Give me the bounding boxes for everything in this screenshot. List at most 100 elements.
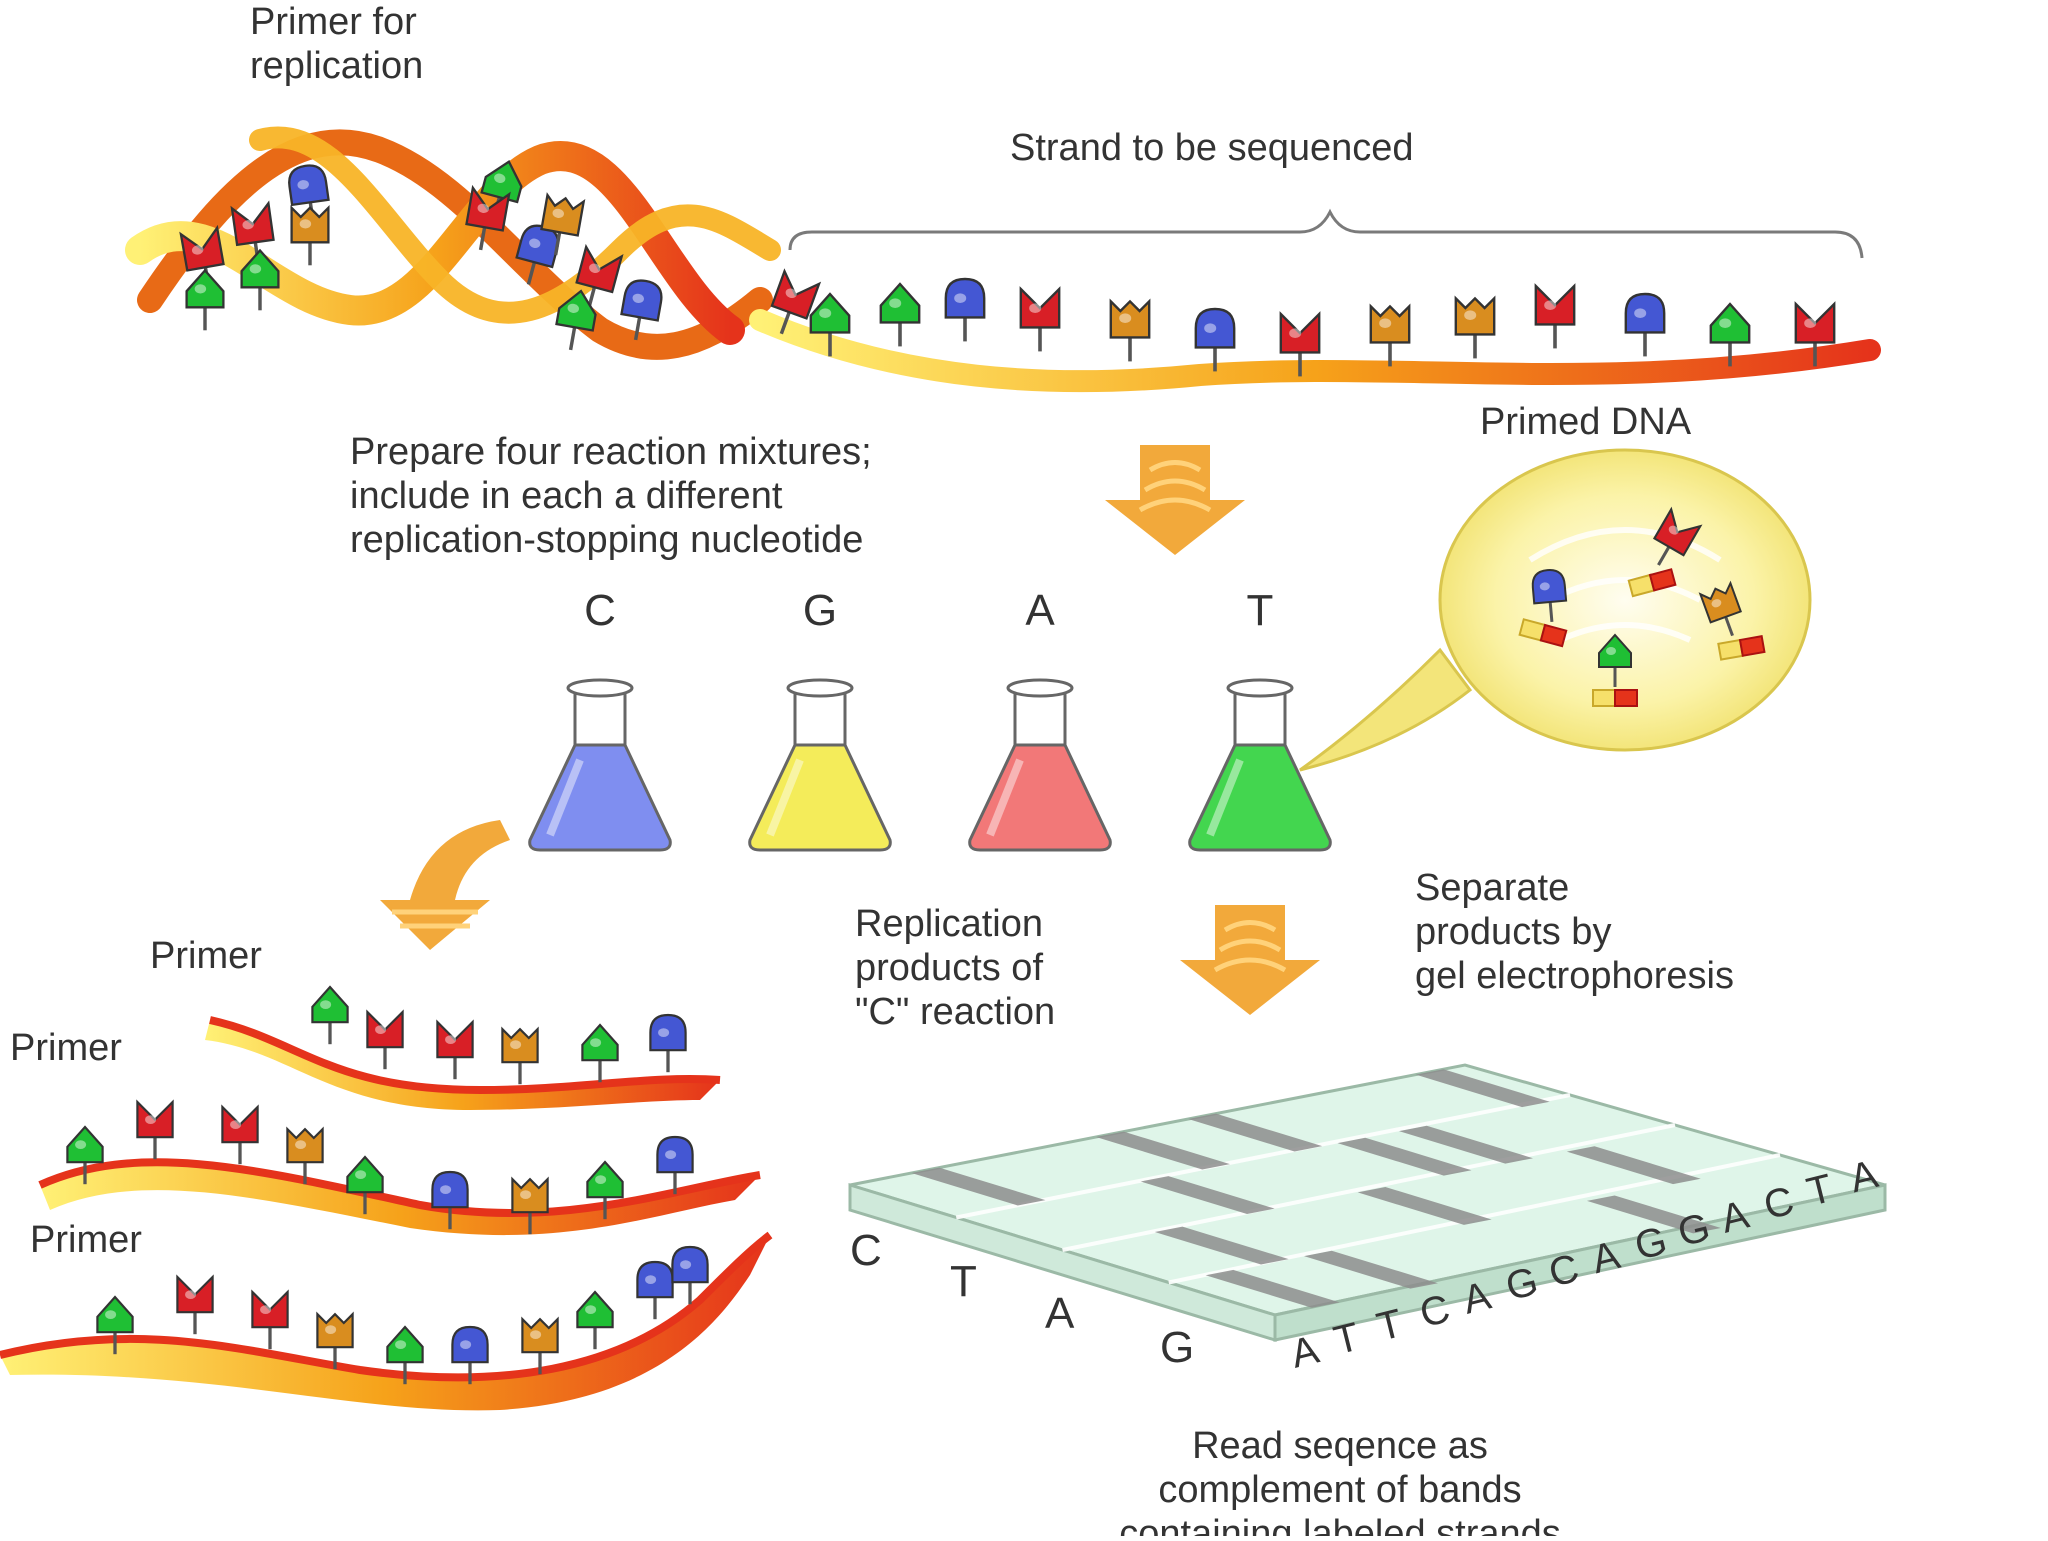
replication-label-2: products of bbox=[855, 947, 1043, 989]
nucleotide-a-icon bbox=[1019, 286, 1061, 352]
nucleotide-a-icon bbox=[1794, 301, 1836, 367]
nucleotide-g-icon bbox=[576, 1290, 614, 1350]
gel-band bbox=[1096, 1131, 1230, 1170]
gel-band bbox=[1566, 1146, 1701, 1185]
flask-g-icon bbox=[748, 678, 892, 852]
replication-product-3 bbox=[0, 1231, 773, 1411]
replication-label-1: Replication bbox=[855, 903, 1043, 945]
nucleotide-t-icon bbox=[290, 205, 330, 266]
gel-band bbox=[1304, 1250, 1438, 1289]
nucleotide-c-icon bbox=[1624, 292, 1666, 357]
nucleotide-t-icon bbox=[1454, 295, 1496, 359]
strand-to-be-sequenced-label: Strand to be sequenced bbox=[1010, 127, 1414, 169]
read-sequence-letter: A bbox=[1287, 1328, 1324, 1377]
nucleotide-c-icon bbox=[636, 1260, 674, 1320]
nucleotide-t-icon bbox=[1109, 298, 1151, 362]
nucleotide-c-icon bbox=[451, 1325, 489, 1385]
replication-label-3: "C" reaction bbox=[855, 991, 1055, 1033]
reaction-flasks bbox=[528, 678, 1332, 852]
gel-band bbox=[1415, 1069, 1550, 1108]
nucleotide-t-icon bbox=[1698, 580, 1743, 637]
flask-t-icon bbox=[1188, 678, 1332, 852]
nucleotide-c-icon bbox=[656, 1135, 694, 1195]
gel-band bbox=[1399, 1125, 1533, 1164]
read-label-3: containing labeled strands bbox=[1119, 1513, 1561, 1536]
helix-bases bbox=[179, 160, 822, 351]
nucleotide-g-icon bbox=[96, 1295, 134, 1355]
flask-a-label: A bbox=[1025, 586, 1055, 635]
separate-label-3: gel electrophoresis bbox=[1415, 955, 1734, 997]
bubble-primed-fragments bbox=[1518, 506, 1766, 707]
strand-brace bbox=[788, 208, 1864, 259]
nucleotide-g-icon bbox=[1598, 633, 1632, 687]
nucleotide-a-icon bbox=[251, 1289, 289, 1350]
nucleotide-g-icon bbox=[1709, 302, 1751, 367]
replication-product-1 bbox=[205, 1016, 721, 1110]
primer-label-2: Primer bbox=[10, 1027, 122, 1069]
nucleotide-c-icon bbox=[1531, 569, 1568, 623]
nucleotide-t-icon bbox=[511, 1176, 549, 1235]
nucleotide-a-icon bbox=[1279, 311, 1321, 377]
nucleotide-g-icon bbox=[480, 160, 523, 220]
read-label-1: Read seqence as bbox=[1192, 1425, 1488, 1467]
nucleotide-g-icon bbox=[240, 248, 280, 311]
flask-g-label: G bbox=[803, 586, 837, 635]
gel-band bbox=[1140, 1176, 1275, 1214]
down-arrow-icon bbox=[1105, 445, 1245, 555]
nucleotide-a-icon bbox=[436, 1019, 474, 1080]
nucleotide-g-icon bbox=[185, 268, 225, 331]
read-label-2: complement of bands bbox=[1158, 1469, 1521, 1511]
gel-band bbox=[1337, 1137, 1472, 1176]
nucleotide-a-icon bbox=[366, 1009, 404, 1070]
nucleotide-g-icon bbox=[311, 985, 349, 1045]
replication-product-2 bbox=[38, 1158, 761, 1236]
gel-band bbox=[1188, 1113, 1323, 1152]
prepare-label-2: include in each a different bbox=[350, 475, 783, 517]
primer-block bbox=[1518, 618, 1568, 648]
gel-band bbox=[1154, 1226, 1289, 1265]
primer-block bbox=[1717, 635, 1766, 661]
nucleotide-t-icon bbox=[1369, 303, 1411, 367]
flask-c-label: C bbox=[584, 586, 616, 635]
nucleotide-a-icon bbox=[136, 1099, 174, 1160]
gel-band bbox=[911, 1167, 1046, 1206]
nucleotide-g-icon bbox=[386, 1325, 424, 1385]
helix-strand-second bbox=[249, 126, 781, 324]
dna-double-helix bbox=[125, 126, 1881, 393]
nucleotide-a-icon bbox=[770, 268, 822, 335]
nucleotide-g-icon bbox=[346, 1155, 384, 1215]
lane-t-label: T bbox=[950, 1257, 977, 1306]
nucleotide-a-icon bbox=[575, 243, 624, 310]
prepare-label-3: replication-stopping nucleotide bbox=[350, 519, 863, 561]
replication-product-bases bbox=[66, 985, 709, 1385]
nucleotide-c-icon bbox=[431, 1170, 469, 1230]
nucleotide-t-icon bbox=[501, 1026, 539, 1085]
nucleotide-c-icon bbox=[944, 277, 986, 342]
electrophoresis-gel bbox=[848, 1063, 1887, 1343]
down-arrow-2-icon bbox=[1180, 905, 1320, 1015]
prepare-label-1: Prepare four reaction mixtures; bbox=[350, 431, 872, 473]
separate-label-2: products by bbox=[1415, 911, 1611, 953]
nucleotide-a-icon bbox=[1534, 283, 1576, 349]
nucleotide-g-icon bbox=[879, 282, 921, 347]
gel-band bbox=[1586, 1195, 1721, 1234]
gel-bands bbox=[911, 1069, 1721, 1308]
primer-for-replication-label-2: replication bbox=[250, 45, 423, 87]
lane-g-label: G bbox=[1160, 1323, 1194, 1372]
primer-for-replication-label-1: Primer for bbox=[250, 1, 417, 43]
flask-c-icon bbox=[528, 678, 672, 852]
lane-a-label: A bbox=[1045, 1289, 1075, 1338]
primer-block bbox=[1592, 689, 1638, 707]
primer-block bbox=[1627, 568, 1677, 598]
primer-label-3: Primer bbox=[30, 1219, 142, 1261]
nucleotide-g-icon bbox=[586, 1160, 624, 1220]
strand-bases bbox=[809, 277, 1836, 377]
separate-label-1: Separate bbox=[1415, 867, 1569, 909]
nucleotide-t-icon bbox=[521, 1316, 559, 1375]
primed-dna-bubble bbox=[1299, 448, 1812, 772]
gel-band bbox=[1357, 1187, 1492, 1225]
nucleotide-a-icon bbox=[1652, 506, 1703, 566]
curved-arrow-icon bbox=[380, 820, 510, 950]
